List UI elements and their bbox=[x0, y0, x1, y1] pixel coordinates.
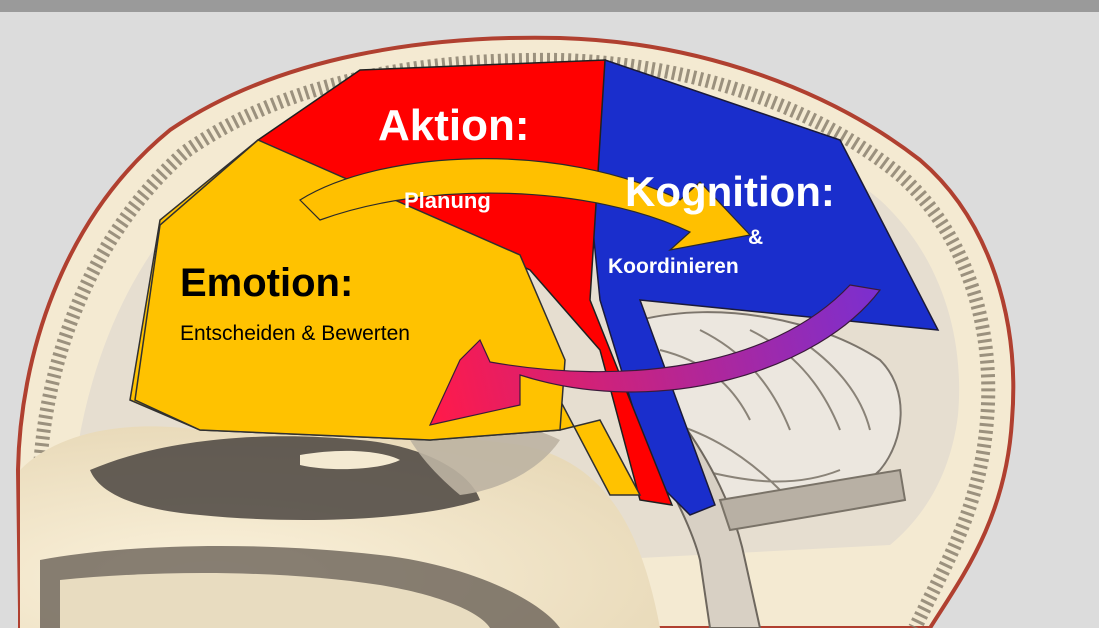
kognition-desc-line1: & bbox=[748, 226, 763, 249]
emotion-desc: Entscheiden & Bewerten bbox=[180, 322, 410, 345]
emotion-title: Emotion: bbox=[180, 261, 353, 305]
aktion-desc: Planung bbox=[404, 188, 491, 213]
aktion-title: Aktion: bbox=[378, 101, 530, 150]
kognition-title: Kognition: bbox=[625, 168, 835, 215]
kognition-desc-line2: Koordinieren bbox=[608, 255, 739, 278]
